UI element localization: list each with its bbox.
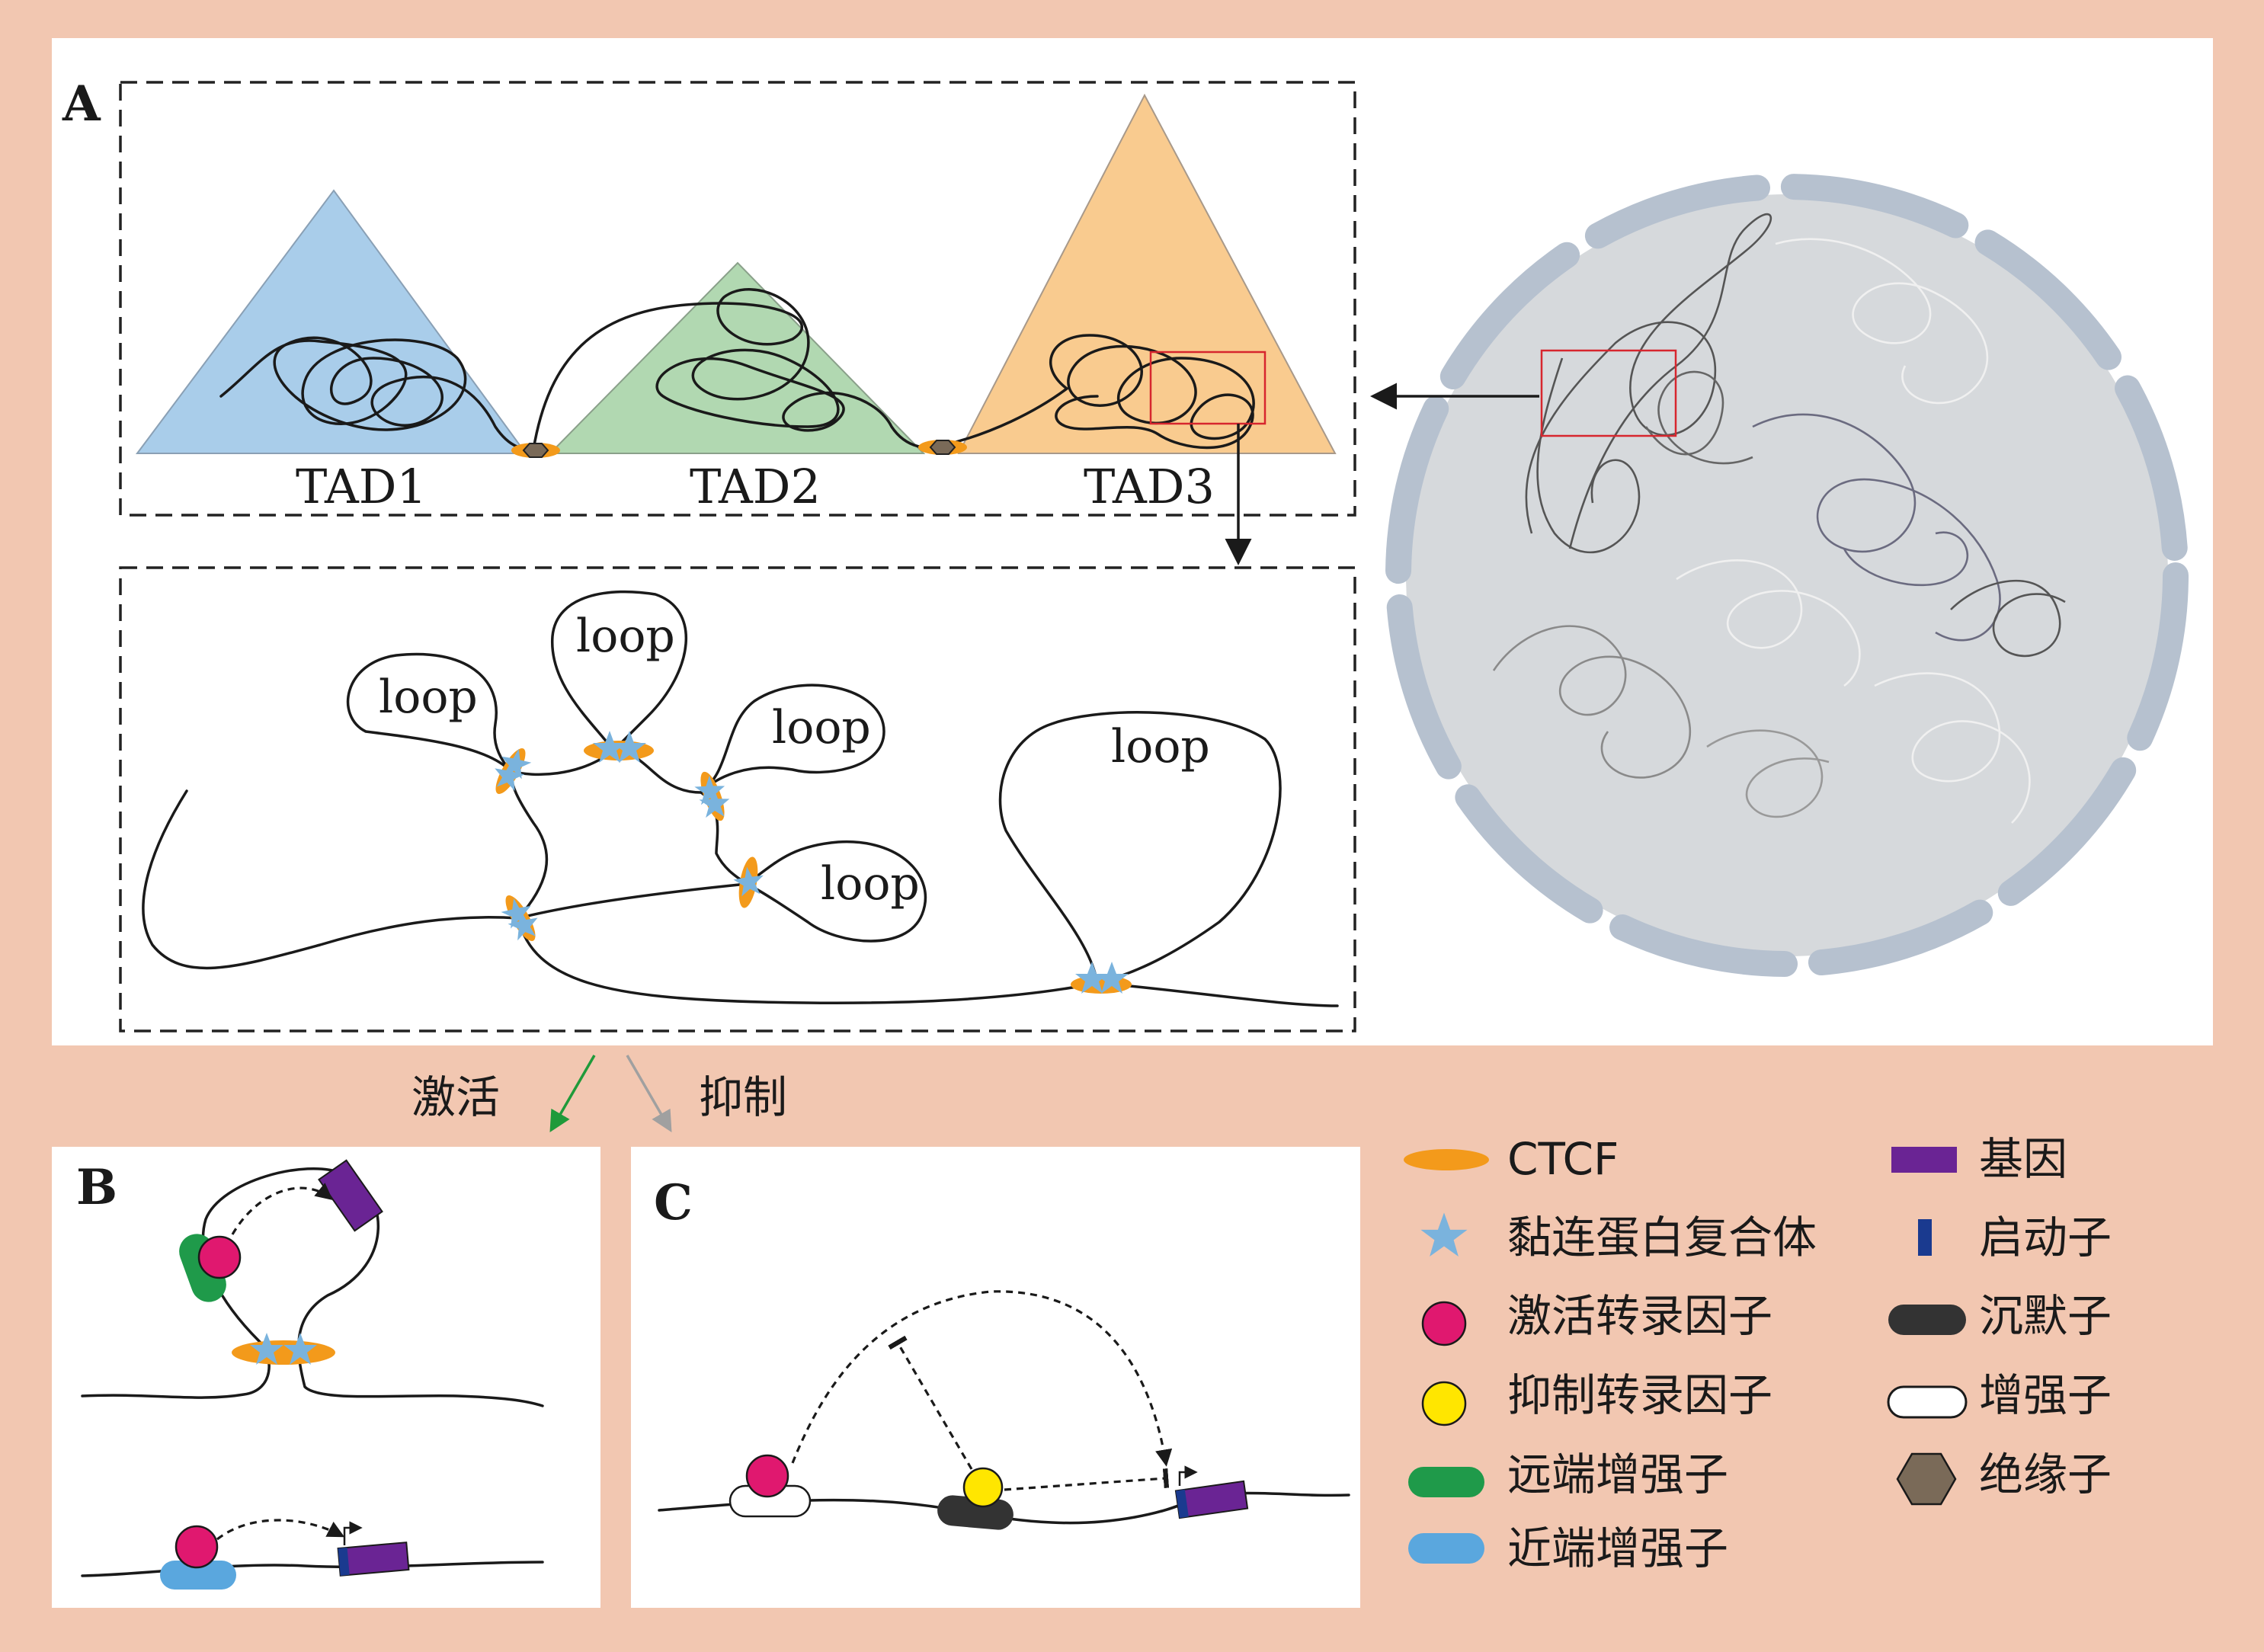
legend-activator-icon: [1421, 1301, 1467, 1346]
repress-label: 抑制: [699, 1071, 787, 1123]
legend-silencer-icon: [1888, 1305, 1966, 1335]
legend-ctcf-icon: [1404, 1149, 1489, 1170]
loop-2: [551, 590, 687, 752]
loop-label-3: loop: [772, 701, 871, 754]
loop-backbone-mid: [517, 882, 748, 920]
anchor-4: [731, 856, 765, 908]
repress-arrow: [626, 1055, 672, 1133]
legend-proximal-enhancer-icon: [1408, 1533, 1484, 1564]
legend-proximal-enhancer-label: 近端增强子: [1507, 1522, 1728, 1574]
loop-label-5: loop: [1111, 720, 1210, 773]
panel-b-background: [52, 1147, 600, 1608]
tad1-tad2-linker: [532, 302, 803, 451]
tad1-chromatin: [219, 336, 535, 451]
panel-b-chromatin-lower: [81, 1561, 544, 1577]
legend-gene-label: 基因: [1979, 1133, 2067, 1185]
loop-4: [745, 840, 927, 943]
tad2-tad3-linker: [940, 387, 1068, 447]
activate-label: 激活: [411, 1071, 500, 1123]
tad1-label: TAD1: [296, 459, 427, 514]
panel-c-tss-arrow: [1178, 1465, 1198, 1486]
panel-c-repressor: [962, 1467, 1004, 1508]
loop-label-4: loop: [821, 857, 920, 911]
tad-dashed-box: [119, 81, 1356, 517]
nuclear-envelope: [1385, 174, 2189, 977]
loop-5: [998, 710, 1282, 984]
loop-backbone-lower: [517, 917, 1339, 1007]
tad2-label: TAD2: [690, 459, 821, 514]
legend-distal-enhancer-icon: [1408, 1467, 1484, 1497]
loop-label-1: loop: [379, 671, 478, 724]
legend-insulator-icon: [1896, 1452, 1957, 1506]
panel-c-letter: C: [654, 1174, 693, 1231]
panel-c-background: [631, 1147, 1360, 1608]
legend-insulator-label: 绝缘子: [1979, 1449, 2112, 1500]
loop-1: [346, 652, 512, 773]
panel-c-activation-arc: [791, 1290, 1173, 1467]
nucleus-zoom-box: [1540, 349, 1677, 437]
anchor-1: [487, 743, 534, 796]
panel-b-activation-upper: [231, 1183, 333, 1235]
legend-repressor-icon: [1421, 1381, 1467, 1426]
legend-ctcf-label: CTCF: [1507, 1133, 1619, 1185]
legend-promoter-icon: [1918, 1219, 1932, 1256]
panel-b-tss-arrow: [343, 1521, 363, 1545]
nucleus: [1385, 174, 2189, 977]
panel-b-letter: B: [76, 1159, 117, 1216]
tad2-chromatin: [655, 288, 943, 450]
panel-c-silencer: [937, 1495, 1014, 1530]
loop-backbone: [142, 789, 520, 970]
legend-gene-icon: [1891, 1147, 1957, 1173]
tad3-chromatin: [1049, 334, 1255, 450]
nucleus-chromatin: [1492, 213, 2066, 824]
tad3-zoom-box: [1149, 351, 1266, 425]
insulator-hexagon-2: [929, 440, 956, 455]
activate-arrow: [549, 1055, 596, 1133]
panel-b-activation-lower: [216, 1519, 345, 1541]
loop-3: [700, 684, 885, 794]
legend-enhancer-label: 增强子: [1979, 1369, 2112, 1421]
legend-promoter-label: 启动子: [1979, 1212, 2112, 1263]
panel-b-activator-lower: [175, 1525, 219, 1569]
insulator-hexagon-1: [522, 443, 549, 458]
tad2-triangle: [548, 261, 926, 454]
panel-b-activator-upper: [197, 1235, 242, 1279]
panel-c-activator: [745, 1454, 789, 1498]
tad3-triangle: [957, 93, 1337, 454]
legend-silencer-label: 沉默子: [1979, 1290, 2112, 1342]
legend: CTCF 黏连蛋白复合体 激活转录因子 抑制转录因子 远端增强子 近端增强子 基…: [1404, 1133, 2112, 1574]
loop-label-2: loop: [576, 610, 675, 663]
legend-repressor-label: 抑制转录因子: [1507, 1369, 1772, 1421]
panel-b-promoter-lower: [338, 1547, 350, 1576]
panel-b-proximal-enhancer: [160, 1561, 236, 1590]
panel-b-anchor: [232, 1333, 335, 1365]
legend-distal-enhancer-label: 远端增强子: [1507, 1449, 1728, 1500]
legend-cohesin-label: 黏连蛋白复合体: [1507, 1212, 1817, 1263]
panel-c-repression-to-gene: [1004, 1468, 1170, 1491]
panel-b-gene-upper: [318, 1159, 383, 1232]
panel-c-promoter: [1175, 1489, 1189, 1519]
tad3-label: TAD3: [1084, 459, 1215, 514]
anchor-2: [584, 731, 654, 763]
panel-c-repression-to-arc: [888, 1335, 973, 1470]
loop-dashed-box: [119, 566, 1356, 1032]
legend-enhancer-icon: [1887, 1385, 1968, 1419]
anchor-5: [498, 892, 546, 946]
panel-a-letter: A: [62, 75, 101, 133]
anchor-3: [692, 771, 735, 823]
tad1-triangle: [136, 189, 527, 454]
anchor-6: [1071, 962, 1132, 994]
legend-activator-label: 激活转录因子: [1507, 1290, 1772, 1342]
legend-cohesin-icon: [1420, 1212, 1468, 1257]
